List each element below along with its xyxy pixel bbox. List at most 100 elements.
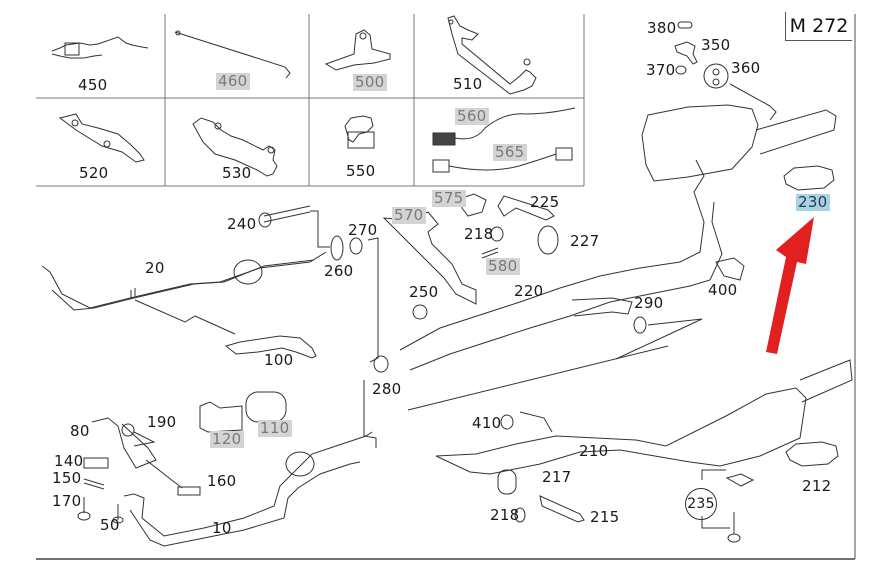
- part-220-center-pipe: [399, 159, 723, 371]
- part-190-nut: [121, 423, 156, 447]
- part-label-380[interactable]: 380: [647, 19, 677, 37]
- part-label-212[interactable]: 212: [802, 477, 832, 495]
- part-370-nut: [675, 65, 687, 75]
- part-227-rubber-mount: [537, 225, 559, 255]
- part-label-570[interactable]: 570: [392, 206, 426, 224]
- engine-code-title: M 272: [785, 12, 852, 41]
- part-label-260[interactable]: 260: [324, 262, 354, 280]
- part-215-hanger: [539, 495, 585, 523]
- part-label-110[interactable]: 110: [258, 419, 292, 437]
- part-label-410[interactable]: 410: [472, 414, 502, 432]
- part-label-215[interactable]: 215: [590, 508, 620, 526]
- part-575-clip: [461, 193, 487, 217]
- part-label-50[interactable]: 50: [100, 516, 120, 534]
- part-150-bolt: [83, 478, 105, 490]
- part-label-290[interactable]: 290: [634, 294, 664, 312]
- part-240-bolt: [258, 205, 330, 248]
- part-label-510[interactable]: 510: [453, 75, 483, 93]
- part-120-heat-shield: [199, 401, 243, 433]
- part-100-bracket: [224, 335, 317, 359]
- part-170-bolt: [77, 497, 91, 521]
- highlight-arrow: [766, 217, 814, 354]
- part-360-rubber-mount: [703, 63, 729, 89]
- part-label-360[interactable]: 360: [731, 59, 761, 77]
- part-label-500[interactable]: 500: [353, 73, 387, 91]
- part-450-oxygen-sensor: [51, 36, 149, 59]
- part-380-clamp: [677, 21, 693, 29]
- part-218-nut: [490, 226, 504, 242]
- part-530-bracket: [192, 117, 278, 177]
- part-520-bracket: [58, 113, 145, 163]
- part-235-bracket: [701, 469, 755, 543]
- part-label-150[interactable]: 150: [52, 469, 82, 487]
- part-label-250[interactable]: 250: [409, 283, 439, 301]
- part-250-nut: [412, 304, 428, 320]
- part-565-wire: [432, 147, 573, 173]
- part-label-120[interactable]: 120: [210, 430, 244, 448]
- part-label-530[interactable]: 530: [222, 164, 252, 182]
- part-label-565[interactable]: 565: [493, 143, 527, 161]
- parts-grid-lines: [36, 14, 585, 187]
- part-label-460[interactable]: 460: [216, 72, 250, 90]
- part-label-575[interactable]: 575: [432, 189, 466, 207]
- part-label-170[interactable]: 170: [52, 492, 82, 510]
- part-label-217[interactable]: 217: [542, 468, 572, 486]
- part-label-580[interactable]: 580: [486, 257, 520, 275]
- part-110-heat-shield: [245, 391, 287, 423]
- part-510-bracket: [447, 15, 537, 95]
- part-label-235-circled[interactable]: 235: [685, 488, 717, 520]
- part-label-140[interactable]: 140: [54, 452, 84, 470]
- part-580-bolt: [481, 247, 499, 259]
- part-label-240[interactable]: 240: [227, 215, 257, 233]
- part-550-clip: [344, 115, 375, 149]
- part-label-225[interactable]: 225: [530, 193, 560, 211]
- part-400-bracket: [715, 257, 745, 281]
- part-560-sensor: [432, 107, 576, 146]
- part-label-370[interactable]: 370: [646, 61, 676, 79]
- part-label-227[interactable]: 227: [570, 232, 600, 250]
- part-50-bolt: [112, 504, 124, 524]
- part-260-gasket: [330, 235, 344, 261]
- part-500-bracket: [324, 29, 391, 71]
- part-10-front-pipe: [123, 431, 373, 547]
- part-label-10[interactable]: 10: [212, 519, 232, 537]
- part-label-520[interactable]: 520: [79, 164, 109, 182]
- part-label-560[interactable]: 560: [455, 107, 489, 125]
- part-410-nut: [500, 414, 514, 430]
- part-label-190[interactable]: 190: [147, 413, 177, 431]
- part-label-280[interactable]: 280: [372, 380, 402, 398]
- part-label-100[interactable]: 100: [264, 351, 294, 369]
- part-218b-nut: [514, 507, 526, 523]
- part-label-450[interactable]: 450: [78, 76, 108, 94]
- part-label-230-highlighted[interactable]: 230: [796, 193, 830, 211]
- part-290-clamp: [615, 316, 703, 360]
- part-210-rear-pipe: [407, 345, 853, 475]
- part-label-218[interactable]: 218: [464, 225, 494, 243]
- part-350-hanger: [674, 41, 698, 65]
- part-label-400[interactable]: 400: [708, 281, 738, 299]
- part-212-tailpipe-tip: [785, 441, 839, 467]
- part-label-350[interactable]: 350: [701, 36, 731, 54]
- part-460-sensor-wire: [174, 30, 291, 79]
- part-label-210[interactable]: 210: [579, 442, 609, 460]
- part-label-160[interactable]: 160: [207, 472, 237, 490]
- part-140-clamp: [83, 457, 109, 469]
- part-label-270[interactable]: 270: [348, 221, 378, 239]
- part-225-hanger: [497, 195, 555, 221]
- part-label-220[interactable]: 220: [514, 282, 544, 300]
- part-80-bracket: [91, 417, 157, 469]
- part-160-clip: [145, 459, 201, 496]
- part-217-rubber-mount: [497, 469, 517, 495]
- part-rear-silencer-upper: [641, 83, 837, 182]
- part-label-218-lower[interactable]: 218: [490, 506, 520, 524]
- part-label-20[interactable]: 20: [145, 259, 165, 277]
- part-label-550[interactable]: 550: [346, 162, 376, 180]
- part-20-front-pipe: [41, 251, 327, 335]
- part-280-ring: [363, 355, 389, 448]
- part-270-ring: [349, 237, 379, 363]
- part-230-tailpipe-tip: [783, 165, 835, 191]
- part-570-bracket: [382, 211, 477, 305]
- part-label-80[interactable]: 80: [70, 422, 90, 440]
